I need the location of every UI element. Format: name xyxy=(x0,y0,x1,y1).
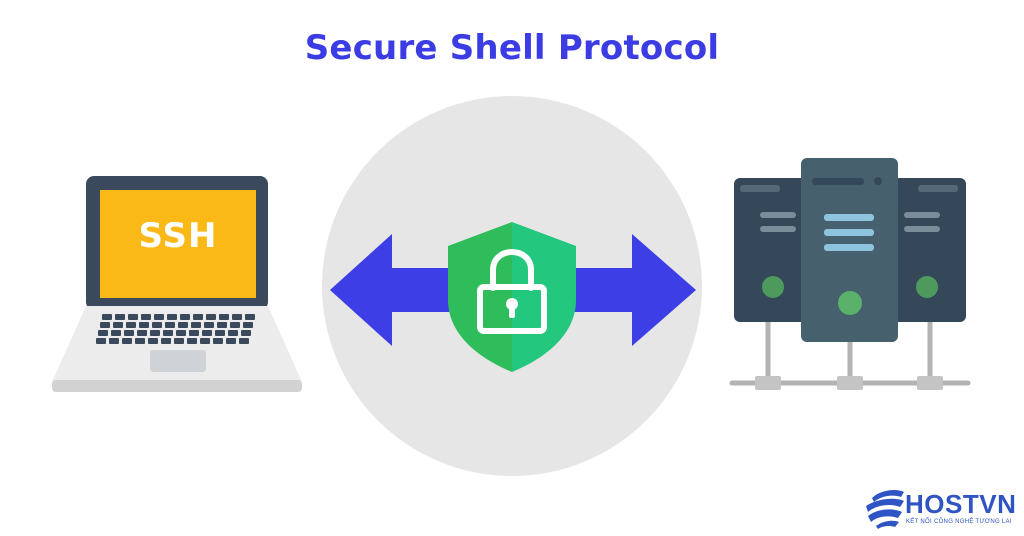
keyboard-key xyxy=(180,314,190,320)
server-icon xyxy=(729,158,971,390)
keyboard-key xyxy=(178,322,188,328)
keyboard-key xyxy=(241,330,251,336)
keyboard-key xyxy=(115,314,125,320)
keyboard-key xyxy=(239,338,249,344)
keyboard-key xyxy=(189,330,199,336)
keyboard-key xyxy=(213,338,223,344)
lock-icon xyxy=(477,249,547,334)
keyboard-key xyxy=(98,330,108,336)
keyboard-key xyxy=(122,338,132,344)
keyboard-key xyxy=(202,330,212,336)
keyboard-key xyxy=(124,330,134,336)
keyboard-key xyxy=(154,314,164,320)
keyboard-key xyxy=(150,330,160,336)
brand-name: HOSTVN xyxy=(905,489,1017,519)
keyboard-key xyxy=(102,314,112,320)
keyboard-key xyxy=(200,338,210,344)
keyboard-key xyxy=(128,314,138,320)
laptop-screen xyxy=(100,190,256,298)
keyboard-key xyxy=(187,338,197,344)
keyboard-key xyxy=(217,322,227,328)
keyboard-key xyxy=(167,314,177,320)
keyboard-key xyxy=(139,322,149,328)
server-led xyxy=(916,276,938,298)
keyboard-key xyxy=(163,330,173,336)
keyboard-key xyxy=(206,314,216,320)
keyboard-key xyxy=(100,322,110,328)
keyboard-key xyxy=(96,338,106,344)
keyboard-key xyxy=(137,330,147,336)
globe-logo-icon xyxy=(866,490,904,529)
keyboard-key xyxy=(226,338,236,344)
keyboard-key xyxy=(232,314,242,320)
keyboard-key xyxy=(113,322,123,328)
keyboard-key xyxy=(245,314,255,320)
keyboard-key xyxy=(228,330,238,336)
keyboard-key xyxy=(215,330,225,336)
keyboard-key xyxy=(111,330,121,336)
keyboard-key xyxy=(141,314,151,320)
shield-lock-icon xyxy=(448,222,576,372)
laptop-screen-label: SSH xyxy=(138,216,218,256)
keyboard-key xyxy=(193,314,203,320)
server-led xyxy=(762,276,784,298)
laptop-icon xyxy=(52,176,302,392)
keyboard-key xyxy=(165,322,175,328)
keyboard-key xyxy=(230,322,240,328)
keyboard-key xyxy=(126,322,136,328)
server-led xyxy=(838,291,862,315)
brand-tagline: KẾT NỐI CÔNG NGHỆ TƯƠNG LAI xyxy=(906,519,1012,525)
keyboard-key xyxy=(174,338,184,344)
keyboard-key xyxy=(109,338,119,344)
keyboard-key xyxy=(135,338,145,344)
keyboard-key xyxy=(219,314,229,320)
keyboard-key xyxy=(152,322,162,328)
keyboard-key xyxy=(243,322,253,328)
keyboard-key xyxy=(148,338,158,344)
keyboard-key xyxy=(161,338,171,344)
page-title: Secure Shell Protocol xyxy=(304,28,720,68)
laptop-touchpad xyxy=(150,350,206,372)
keyboard-key xyxy=(204,322,214,328)
laptop-keys xyxy=(96,314,255,344)
keyboard-key xyxy=(191,322,201,328)
keyboard-key xyxy=(176,330,186,336)
